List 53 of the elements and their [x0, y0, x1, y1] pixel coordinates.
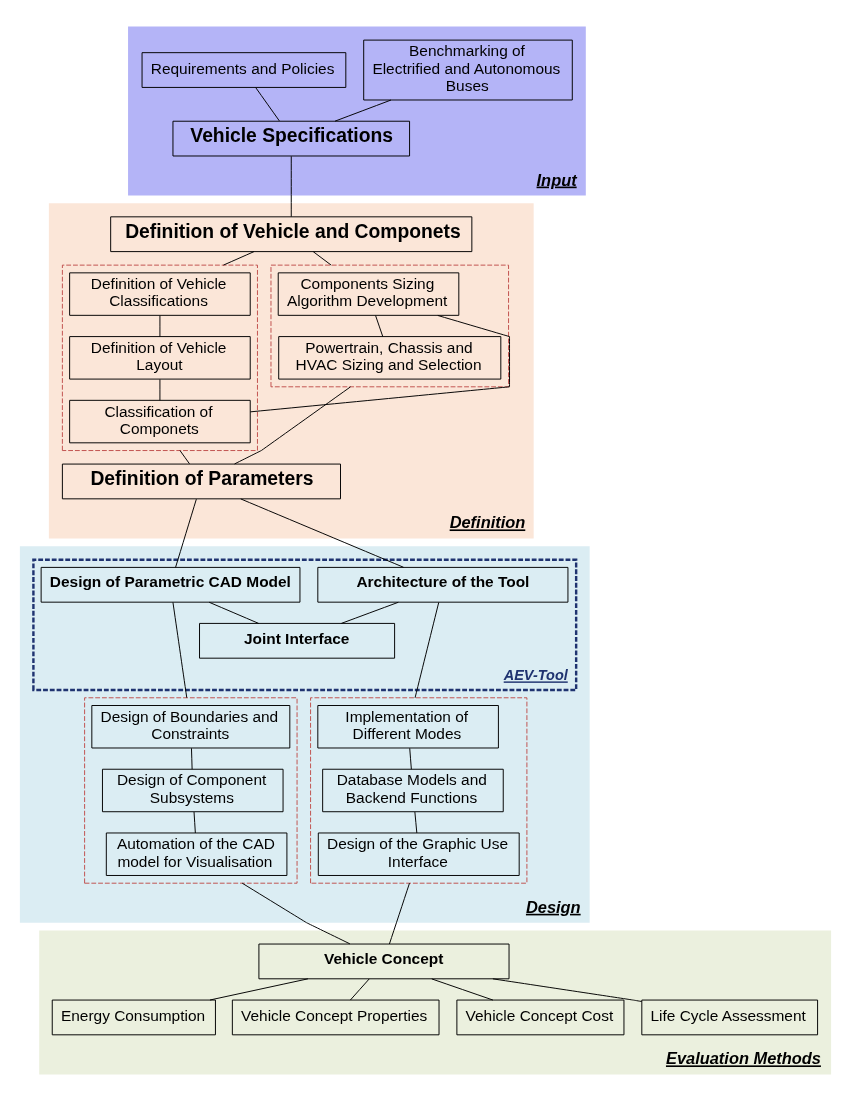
node-box: Design of the Graphic Use Interface [317, 832, 520, 876]
node-box: Vehicle Concept Cost [456, 999, 625, 1036]
connector [431, 978, 494, 1001]
connector [492, 978, 643, 1002]
connector [159, 315, 161, 338]
connector [334, 99, 392, 122]
node-box: Vehicle Concept Properties [231, 999, 440, 1036]
connector [340, 601, 399, 624]
node-box: Joint Interface [199, 622, 396, 659]
node-box: Requirements and Policies [141, 52, 347, 88]
node-box: Definition of Parameters [61, 463, 341, 500]
connector [414, 601, 440, 699]
connector [193, 811, 196, 834]
connector [208, 601, 260, 624]
connector [249, 314, 510, 413]
connector [241, 882, 351, 945]
connector [175, 498, 197, 568]
node-box: Automation of the CAD model for Visualisation [105, 832, 288, 876]
connector [172, 601, 188, 699]
node-box: Implementation of Different Modes [317, 705, 499, 749]
node-box: Design of Component Subsystems [101, 768, 284, 813]
cluster [310, 697, 528, 884]
cluster [61, 264, 258, 452]
node-box: Life Cycle Assessment [641, 999, 819, 1036]
connector [255, 87, 280, 122]
connector [414, 811, 418, 834]
connector [349, 978, 370, 1001]
node-box: Classification of Componets [69, 399, 251, 444]
connector [159, 378, 161, 401]
node-box: Vehicle Specifications [172, 120, 411, 157]
connector [375, 315, 384, 338]
node-box: Design of Parametric CAD Model [40, 566, 301, 603]
connector [290, 155, 292, 218]
node-box: Design of Boundaries and Constraints [91, 705, 291, 749]
connector [209, 978, 309, 1001]
node-box: Energy Consumption [51, 999, 216, 1036]
node-box: Definition of Vehicle and Componets [110, 216, 473, 253]
cluster [270, 264, 510, 388]
node-box: Definition of Vehicle Classifications [69, 272, 251, 316]
node-box: Benchmarking of Electrified and Autonomous Buses [363, 39, 573, 101]
node-box: Vehicle Concept [258, 943, 510, 980]
connector [312, 251, 332, 266]
connector [191, 747, 193, 770]
connector [240, 498, 405, 568]
node-box: Database Models and Backend Functions [322, 768, 504, 813]
node-box: Architecture of the Tool [317, 566, 569, 603]
connector [179, 450, 190, 465]
cluster [84, 697, 298, 884]
connector [388, 882, 410, 945]
connector [409, 747, 412, 770]
node-box: Definition of Vehicle Layout [69, 336, 251, 380]
node-box: Components Sizing Algorithm Development [277, 272, 460, 316]
node-box: Powertrain, Chassis and HVAC Sizing and Selection [278, 336, 502, 380]
